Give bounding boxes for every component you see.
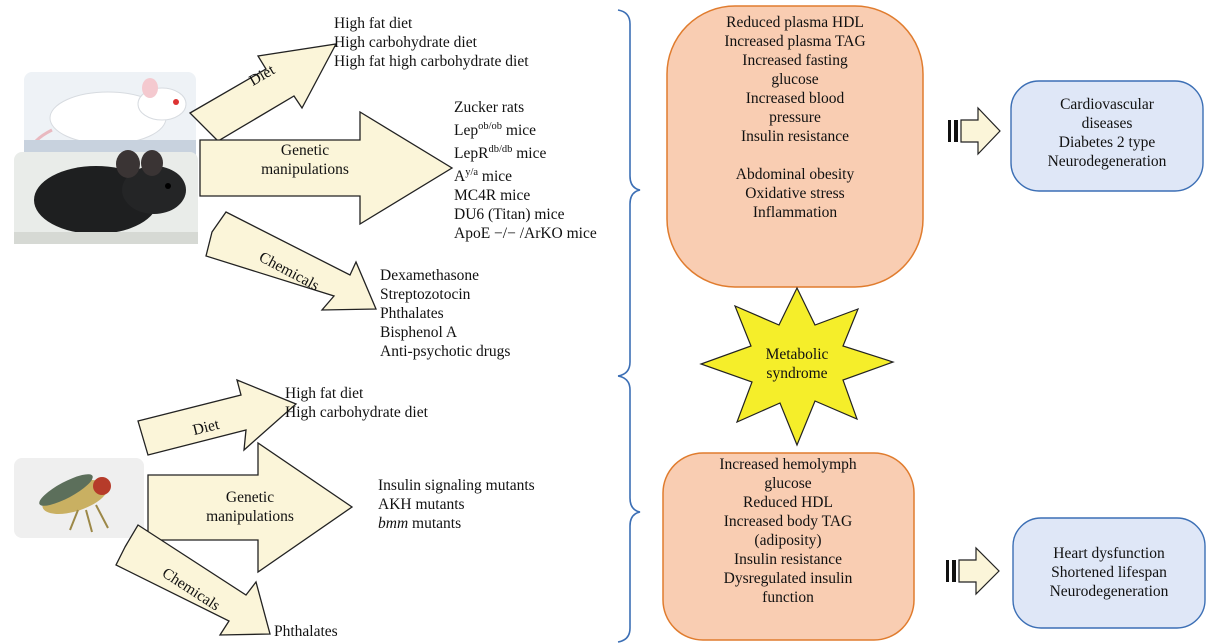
list-item: MC4R mice [454, 187, 531, 205]
list-item: High fat diet [285, 385, 364, 402]
list-item: Anti-psychotic drugs [380, 343, 511, 360]
mammal-phenotype-text: Reduced plasma HDL Increased plasma TAG … [724, 14, 866, 221]
fly-brace [617, 375, 641, 643]
list-item: Streptozotocin [380, 286, 471, 303]
fly-phenotype-box [662, 452, 915, 641]
list-item: AKH mutants [378, 496, 465, 513]
list-item: High fat high carbohydrate diet [334, 53, 529, 70]
mammal-outcome-box [1010, 80, 1204, 192]
fly-phenotype-text: Increased hemolymph glucose Reduced HDL … [719, 456, 857, 606]
list-item: Insulin signaling mutants [378, 477, 535, 494]
mammal-outcome-arrow [948, 106, 1001, 156]
fly-diet-list: High fat diet High carbohydrate diet [285, 384, 428, 422]
mammal-chemicals-list: Dexamethasone Streptozotocin Phthalates … [380, 266, 510, 361]
fly-genetic-label: Genetic manipulations [195, 488, 305, 526]
fly-genetic-arrow [147, 441, 354, 574]
list-item: Phthalates [380, 305, 444, 322]
mammal-genetic-arrow [199, 110, 454, 226]
list-item: High carbohydrate diet [285, 404, 428, 421]
mammal-brace [617, 9, 641, 377]
list-item: ApoE −/− /ArKO mice [454, 225, 597, 243]
list-item: Phthalates [274, 623, 338, 640]
mammal-phenotype-box [666, 5, 924, 288]
list-item: Zucker rats [454, 99, 525, 116]
metabolic-syndrome-star [699, 286, 895, 447]
list-item: Bisphenol A [380, 324, 458, 341]
fly-outcome-arrow [946, 546, 1000, 596]
fly-diet-arrow [137, 378, 298, 456]
white-rat-photo [24, 72, 196, 157]
list-item: Dexamethasone [380, 267, 479, 284]
list-item: LepRdb/db mice [454, 144, 547, 163]
list-item: High carbohydrate diet [334, 34, 477, 51]
fly-outcome-box [1012, 517, 1206, 629]
list-item: bmm mutants [378, 515, 462, 532]
metabolic-syndrome-label: Metabolic syndrome [765, 346, 829, 382]
fly-outcome-text: Heart dysfunction Shortened lifespan Neu… [1049, 545, 1169, 600]
fruit-fly-photo [14, 458, 144, 538]
list-item: Ay/a mice [454, 167, 513, 186]
fly-genetic-list: Insulin signaling mutants AKH mutants bm… [378, 476, 535, 533]
list-item: DU6 (Titan) mice [454, 206, 565, 224]
mammal-genetic-label: Genetic manipulations [250, 141, 360, 179]
list-item: Lepob/ob mice [454, 121, 537, 140]
fly-chemicals-list: Phthalates [274, 622, 338, 641]
mammal-chemicals-arrow [205, 211, 377, 311]
mammal-diet-list: High fat diet High carbohydrate diet Hig… [334, 14, 529, 71]
list-item: High fat diet [334, 15, 413, 32]
mammal-outcome-text: Cardiovascular diseases Diabetes 2 type … [1047, 96, 1167, 170]
fly-chemicals-arrow [115, 524, 271, 636]
mammal-genetic-list: Zucker rats Lepob/ob mice LepRdb/db mice… [454, 98, 597, 243]
fly-genetic-label-text: Genetic manipulations [206, 489, 294, 525]
black-mouse-photo [14, 150, 198, 244]
mammal-diet-arrow [188, 43, 338, 142]
mammal-genetic-label-text: Genetic manipulations [261, 142, 349, 178]
